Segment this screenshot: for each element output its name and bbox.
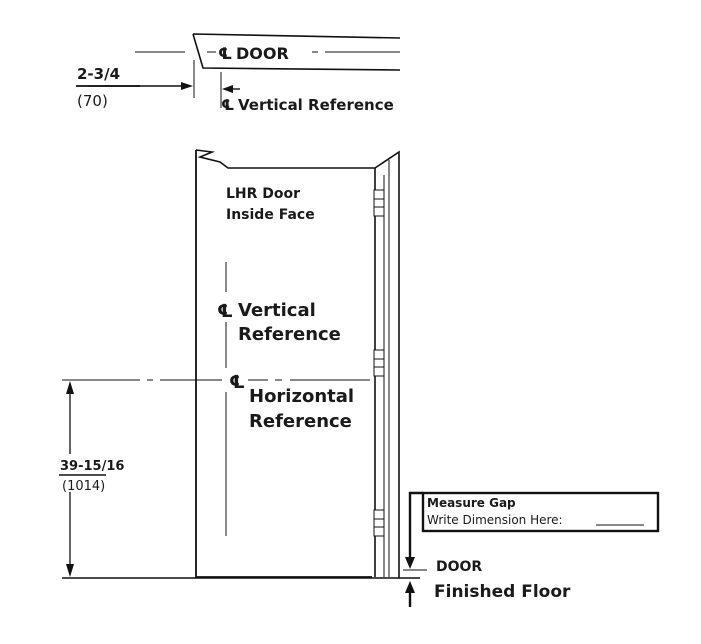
cl-door-label: DOOR	[236, 44, 289, 63]
arrow-right-icon	[181, 82, 193, 90]
hinge-top	[373, 189, 385, 217]
arrow-up-icon	[66, 381, 74, 394]
arrow-down-icon	[66, 564, 74, 577]
measure-gap-title: Measure Gap	[427, 496, 516, 510]
callout-leader	[408, 491, 423, 560]
height-fraction: 39-15/16	[60, 459, 124, 474]
vertical-ref-label-line1: Vertical	[238, 300, 316, 321]
door-leaf	[195, 150, 372, 578]
cl-vertical-reference-label: Vertical Reference	[238, 96, 394, 114]
cl-symbol: ℄	[229, 372, 245, 393]
top-view: ℄ DOOR 2-3/4 (70) ℄ Vertical Reference	[76, 33, 401, 114]
door-top-slab	[192, 33, 401, 71]
vertical-ref-label-line2: Reference	[238, 324, 341, 345]
cl-symbol: ℄	[221, 96, 234, 114]
door-face-label-line1: LHR Door	[226, 186, 300, 202]
arrow-left-icon	[222, 85, 233, 93]
offset-mm: (70)	[77, 92, 108, 110]
arrow-down-icon	[405, 557, 415, 569]
measure-gap-instruction: Write Dimension Here:	[427, 513, 563, 527]
door-frame-head	[195, 149, 400, 578]
door-elevation: LHR Door Inside Face ℄ Vertical Referenc…	[58, 149, 420, 579]
hinge-bottom	[373, 509, 385, 537]
finished-floor-label: Finished Floor	[434, 582, 571, 602]
offset-fraction: 2-3/4	[77, 65, 120, 83]
cl-symbol: ℄	[217, 301, 233, 322]
cl-symbol: ℄	[218, 44, 232, 63]
door-face-label-line2: Inside Face	[226, 207, 315, 223]
measure-gap-callout: Measure Gap Write Dimension Here: DOOR F…	[403, 491, 660, 607]
gap-door-label: DOOR	[436, 559, 482, 575]
horizontal-ref-label-line1: Horizontal	[249, 386, 354, 407]
horizontal-ref-label-line2: Reference	[249, 411, 352, 432]
hinge-middle	[373, 349, 385, 377]
arrow-up-icon	[405, 581, 415, 593]
height-mm: (1014)	[62, 479, 105, 494]
